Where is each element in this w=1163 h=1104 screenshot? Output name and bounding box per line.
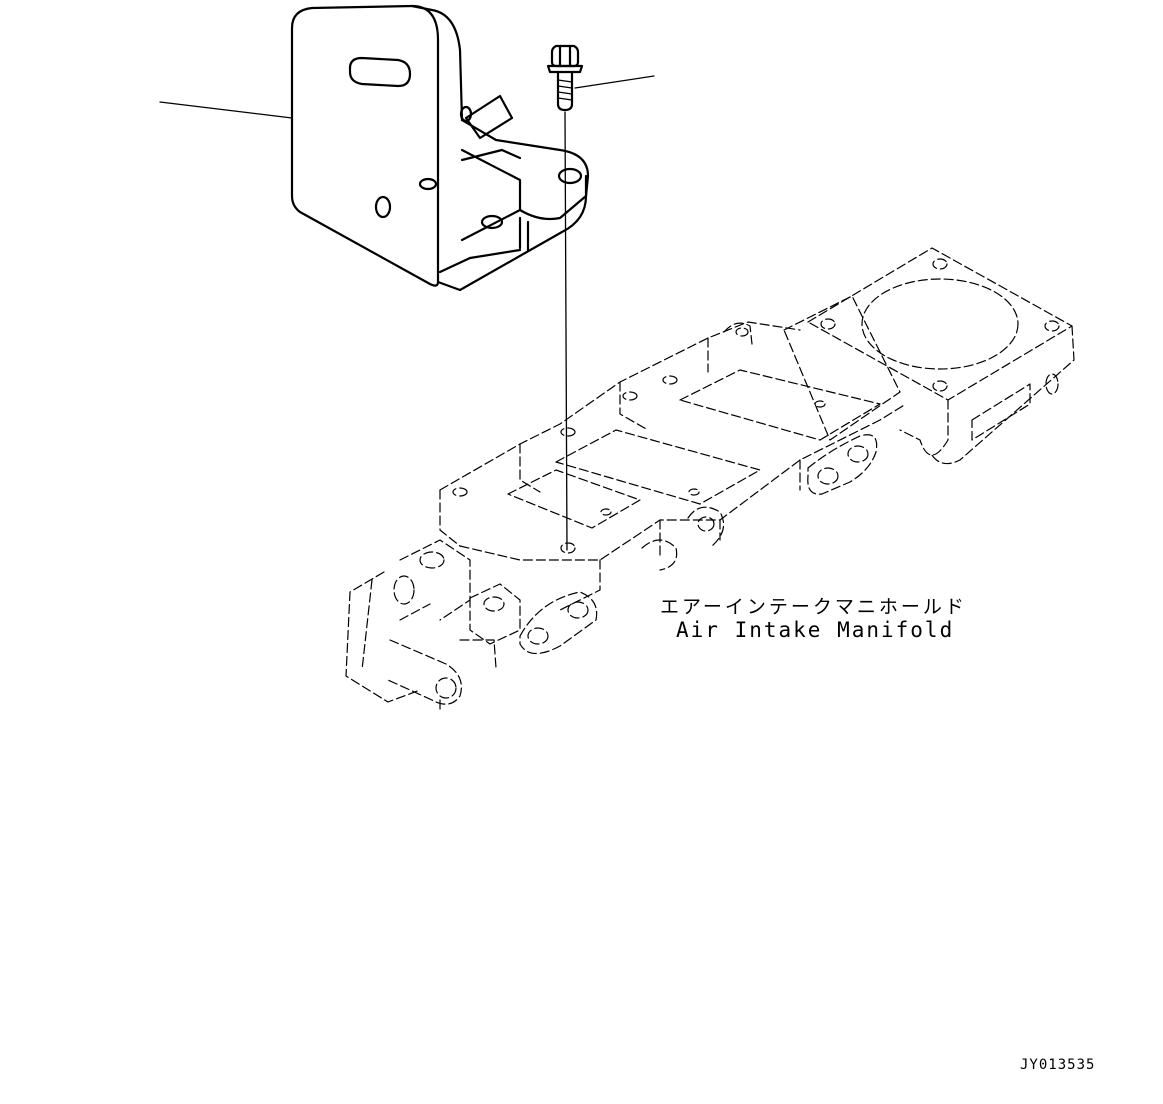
assembly-axis-line: [564, 111, 568, 551]
manifold-label-english: Air Intake Manifold: [676, 618, 955, 642]
drawing-code: JY013535: [1020, 1057, 1096, 1073]
bracket-leader-line: [159, 101, 293, 119]
bracket: [290, 4, 590, 292]
manifold-label-japanese: エアーインテークマニホールド: [660, 596, 967, 618]
air-intake-manifold: [345, 247, 1075, 713]
bolt-leader-line: [574, 75, 655, 89]
bolt: [546, 44, 584, 112]
mounting-seat: [783, 295, 901, 441]
